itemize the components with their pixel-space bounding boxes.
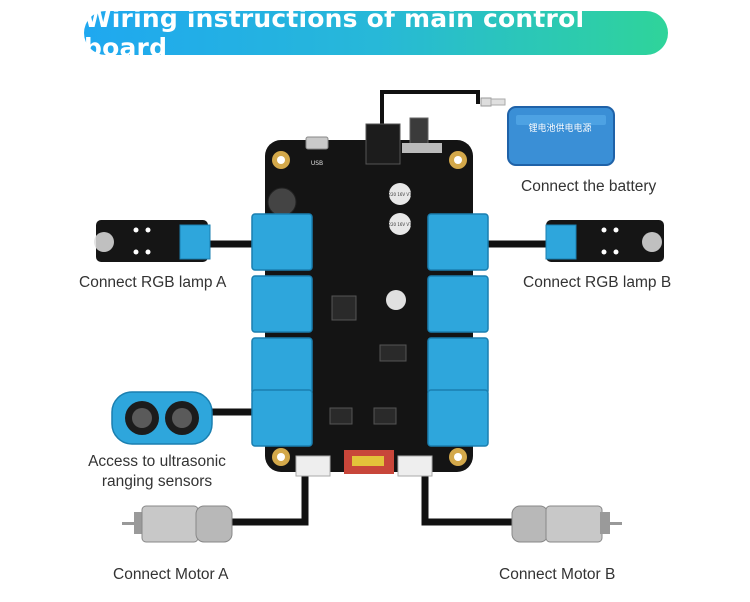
label-motor-a: Connect Motor A [113,566,229,583]
connector-left-3 [251,337,313,395]
driver-chip-a [379,344,407,362]
motor-a-socket [295,455,331,477]
motor-b-wire [421,466,516,526]
motor-b-socket [397,455,433,477]
label-rgb-lamp-a: Connect RGB lamp A [79,274,227,291]
page-title: Wiring instructions of main control boar… [84,4,585,62]
rgb-lamp-b [545,220,664,262]
connector-right-4 [427,389,489,447]
battery-pack: 锂电池供电电源 [480,97,615,166]
connector-left-1 [251,213,313,271]
connector-right-3 [427,337,489,395]
capacitor-b-text: 220 16V VT [388,222,412,227]
wires [204,90,552,526]
mcu-chip [331,295,357,321]
motor-a-wire [231,466,309,526]
capacitor-a [389,183,411,205]
title-banner: Wiring instructions of main control boar… [84,4,668,62]
label-battery: Connect the battery [521,178,657,195]
power-jack [365,123,401,165]
rgb-lamp-a [94,220,211,262]
label-rgb-lamp-b: Connect RGB lamp B [523,274,672,291]
capacitor-c [386,290,406,310]
label-motor-b: Connect Motor B [499,566,616,583]
main-control-board: USB 220 16V VT 220 16V VT [265,117,473,477]
connector-right-2 [427,275,489,333]
motor-a [122,505,233,543]
connector-left-2 [251,275,313,333]
connector-right-1 [427,213,489,271]
driver-chip-b [329,407,353,425]
blue-connectors [251,213,489,447]
label-ultrasonic-line1: Access to ultrasonic [88,453,226,470]
connector-left-4 [251,389,313,447]
battery-pack-text: 锂电池供电电源 [528,122,591,134]
power-switch [409,117,429,145]
capacitor-b [389,213,411,235]
ultrasonic-sensor [111,391,213,445]
battery-wire [380,90,480,140]
driver-chip-c [373,407,397,425]
usb-label: USB [311,160,323,167]
label-ultrasonic-line2: ranging sensors [101,473,213,490]
inductor [267,187,297,217]
capacitor-a-text: 220 16V VT [388,192,412,197]
usb-port [305,136,329,150]
motor-b [511,505,622,543]
